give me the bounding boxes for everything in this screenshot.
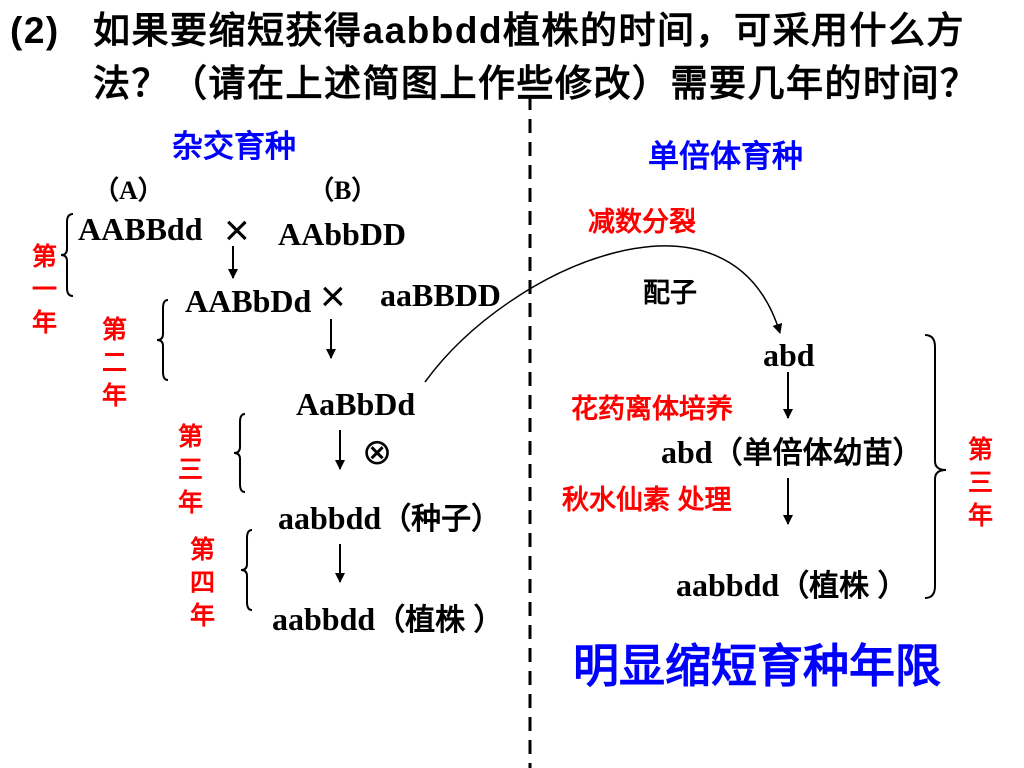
parent-a-genotype: AABBdd [78, 211, 203, 247]
seedling-note: （单倍体幼苗） [712, 437, 923, 470]
question-line-1: 如果要缩短获得aabbdd植株的时间，可采用什么方 [93, 10, 966, 51]
hybrid-plants-note: （植株 ） [375, 604, 504, 637]
anther-culture-step-label: 花药离体培养 [571, 394, 733, 424]
hybrid-plants-genotype: aabbdd [272, 601, 376, 637]
seeds-line: aabbdd（种子） [278, 502, 501, 535]
curved-arrow-to-gametes [424, 245, 783, 383]
cross-symbol-2: × [320, 272, 346, 321]
meiosis-step-label: 减数分裂 [588, 207, 696, 237]
hybrid-breeding-heading: 杂交育种 [172, 129, 296, 164]
gamete-genotype: abd [763, 337, 815, 373]
year-4-label: 第四年 [189, 536, 215, 630]
first-offspring-genotype: AABbDd [185, 283, 312, 319]
gametes-label: 配子 [643, 278, 697, 308]
cross-symbol-1: × [224, 206, 250, 255]
haploid-plants-line: aabbdd（植株 ） [676, 569, 908, 602]
haploid-year-label: 第三年 [967, 436, 993, 530]
haploid-plants-genotype: aabbdd [676, 567, 780, 603]
parent-c-genotype: aaBBDD [380, 277, 501, 313]
parent-a-label: （A） [93, 176, 164, 205]
haploid-breeding-heading: 单倍体育种 [648, 139, 803, 174]
parent-b-genotype: AAbbDD [278, 216, 407, 252]
brace-year-1 [60, 213, 74, 297]
brace-year-2 [156, 299, 169, 381]
question-number: (2) [10, 10, 60, 51]
question-line-2: 法？（请在上述简图上作些修改）需要几年的时间？ [93, 63, 979, 104]
parent-b-label: （B） [308, 176, 378, 205]
seedling-genotype: abd [661, 434, 713, 470]
seeds-genotype: aabbdd [278, 500, 382, 536]
seeds-note: （种子） [381, 503, 502, 536]
hybrid-plants-line: aabbdd（植株 ） [272, 603, 504, 636]
year-2-label: 第二年 [101, 316, 127, 410]
seedling-line: abd（单倍体幼苗） [661, 436, 923, 469]
brace-year-4 [240, 529, 253, 611]
year-3-label: 第三年 [177, 423, 203, 517]
brace-year-3 [233, 413, 246, 493]
conclusion-text: 明显缩短育种年限 [573, 640, 941, 692]
haploid-plants-note: （植株 ） [779, 570, 908, 603]
selfing-symbol: ⊗ [362, 432, 393, 473]
year-1-label: 第一年 [31, 243, 57, 337]
second-offspring-genotype: AaBbDd [296, 386, 416, 422]
brace-haploid-year [924, 334, 947, 599]
colchicine-step-label: 秋水仙素 处理 [562, 485, 732, 515]
